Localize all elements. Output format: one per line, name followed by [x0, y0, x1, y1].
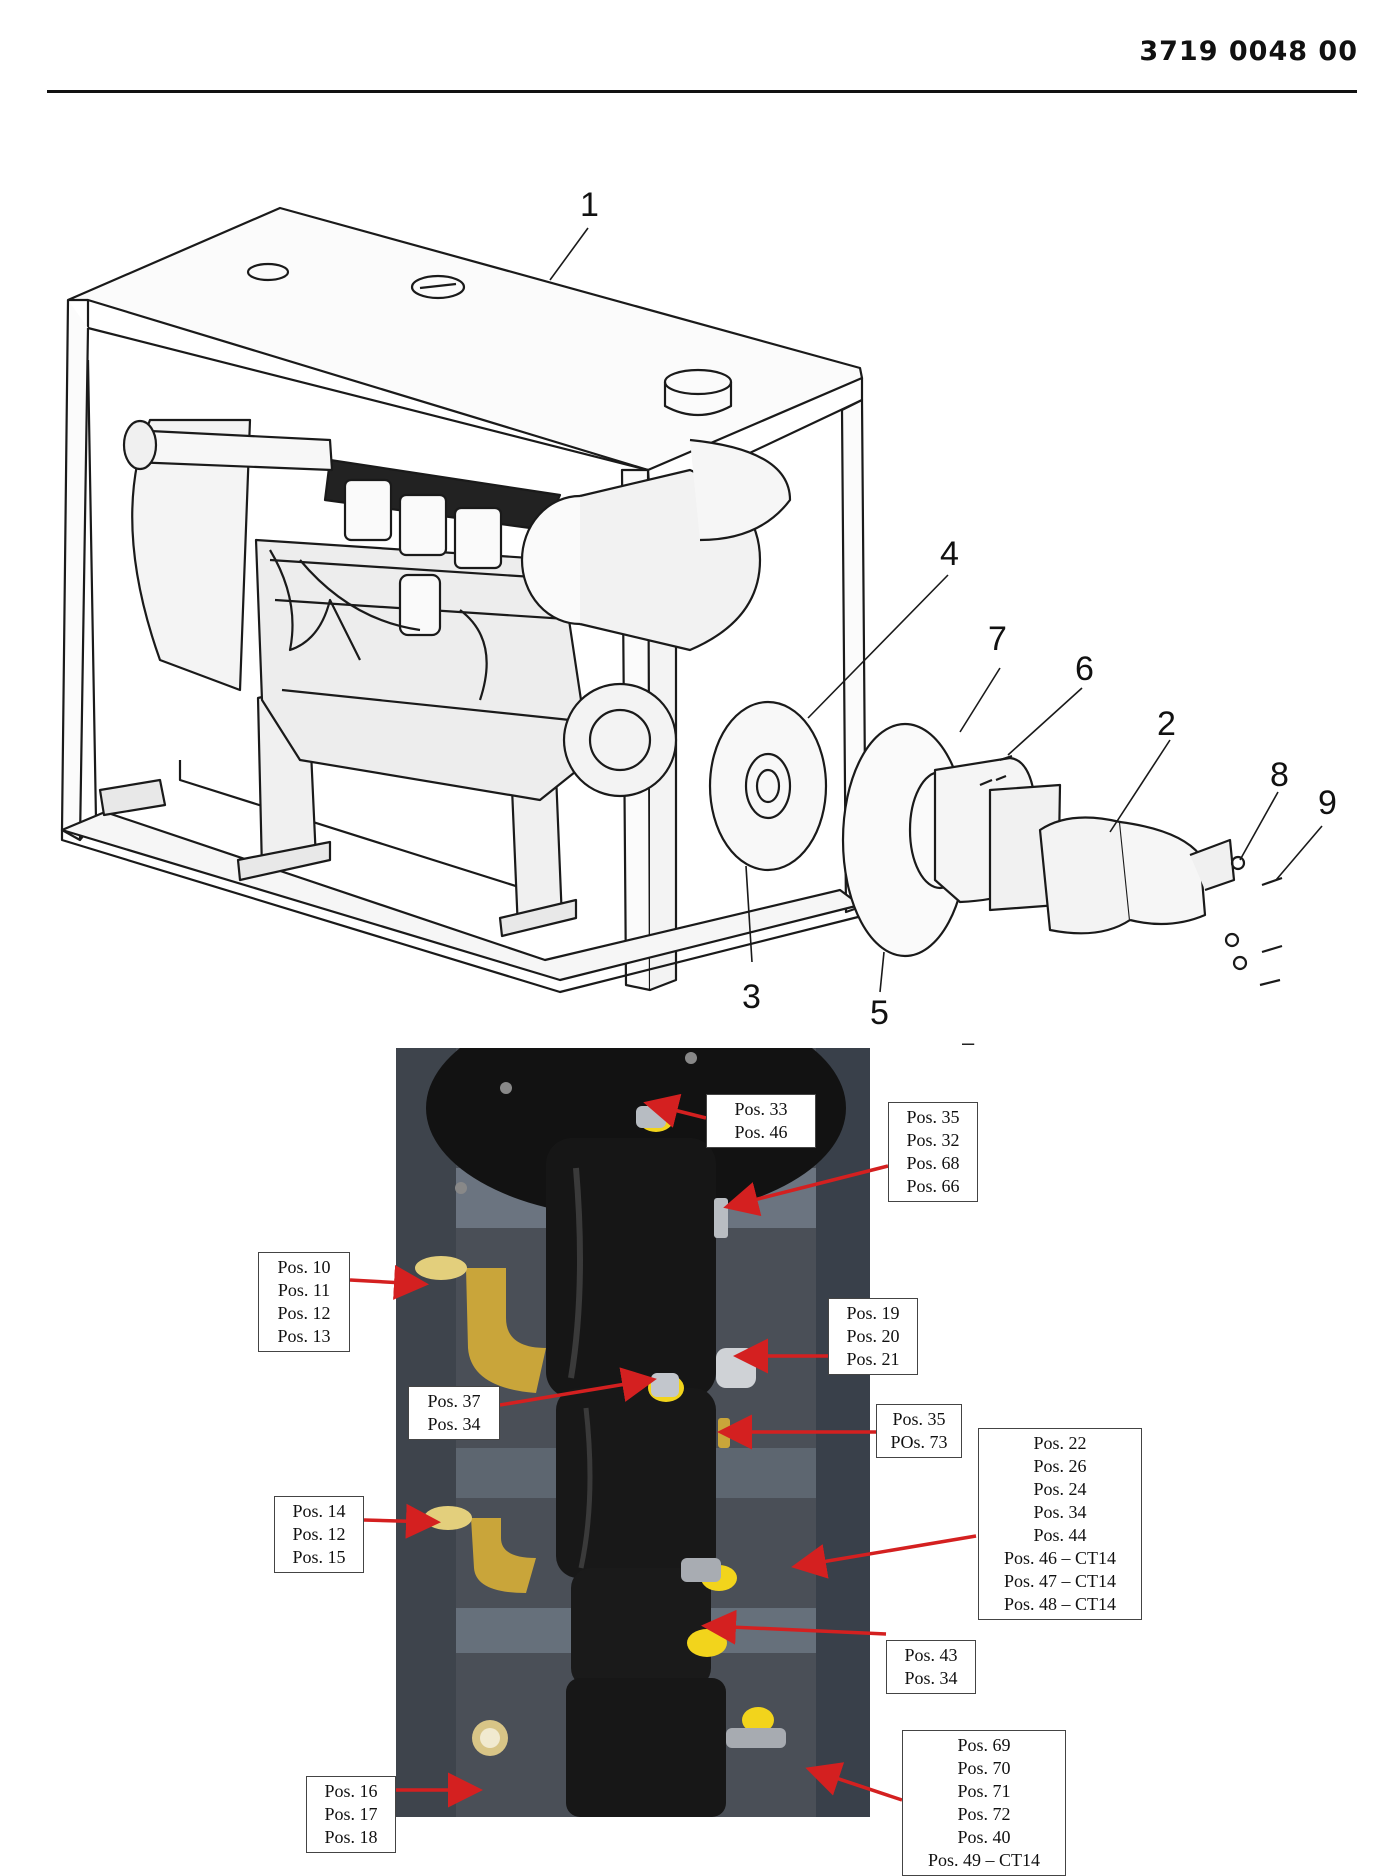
arrow-pos-43: [701, 1609, 887, 1645]
arrow-pos-10: [349, 1264, 429, 1300]
callout-1: 1: [580, 186, 599, 224]
leader-6: [1007, 687, 1083, 756]
arrow-pos-22: [791, 1534, 977, 1579]
callout-9: 9: [1318, 784, 1337, 822]
callout-2: 2: [1157, 705, 1176, 743]
arrow-pos-33: [643, 1093, 707, 1128]
leader-5: [879, 951, 885, 993]
callout-7: 7: [988, 620, 1007, 658]
arrow-pos-37: [499, 1367, 657, 1407]
leader-9: [1275, 825, 1323, 881]
arrow-pos-69: [805, 1762, 903, 1802]
arrow-pos-35a: [723, 1164, 889, 1217]
header-rule: [47, 90, 1357, 93]
callout-4: 4: [940, 535, 959, 573]
callout-6: 6: [1075, 650, 1094, 688]
exploded-view-diagram: 1 2 3 4 5 6 7 8 9: [60, 186, 1337, 1032]
leader-8: [1239, 791, 1279, 861]
leader-3: [745, 865, 753, 963]
leader-7: [959, 667, 1001, 733]
leader-2: [1109, 739, 1171, 833]
arrow-pos-14: [363, 1503, 441, 1539]
document-number: 3719 0048 00: [1139, 36, 1358, 67]
leader-4: [807, 574, 949, 719]
callout-8: 8: [1270, 756, 1289, 794]
dash-mark: –: [962, 1030, 975, 1055]
leader-1: [549, 227, 589, 281]
callout-3: 3: [742, 978, 761, 1016]
callout-5: 5: [870, 994, 889, 1032]
